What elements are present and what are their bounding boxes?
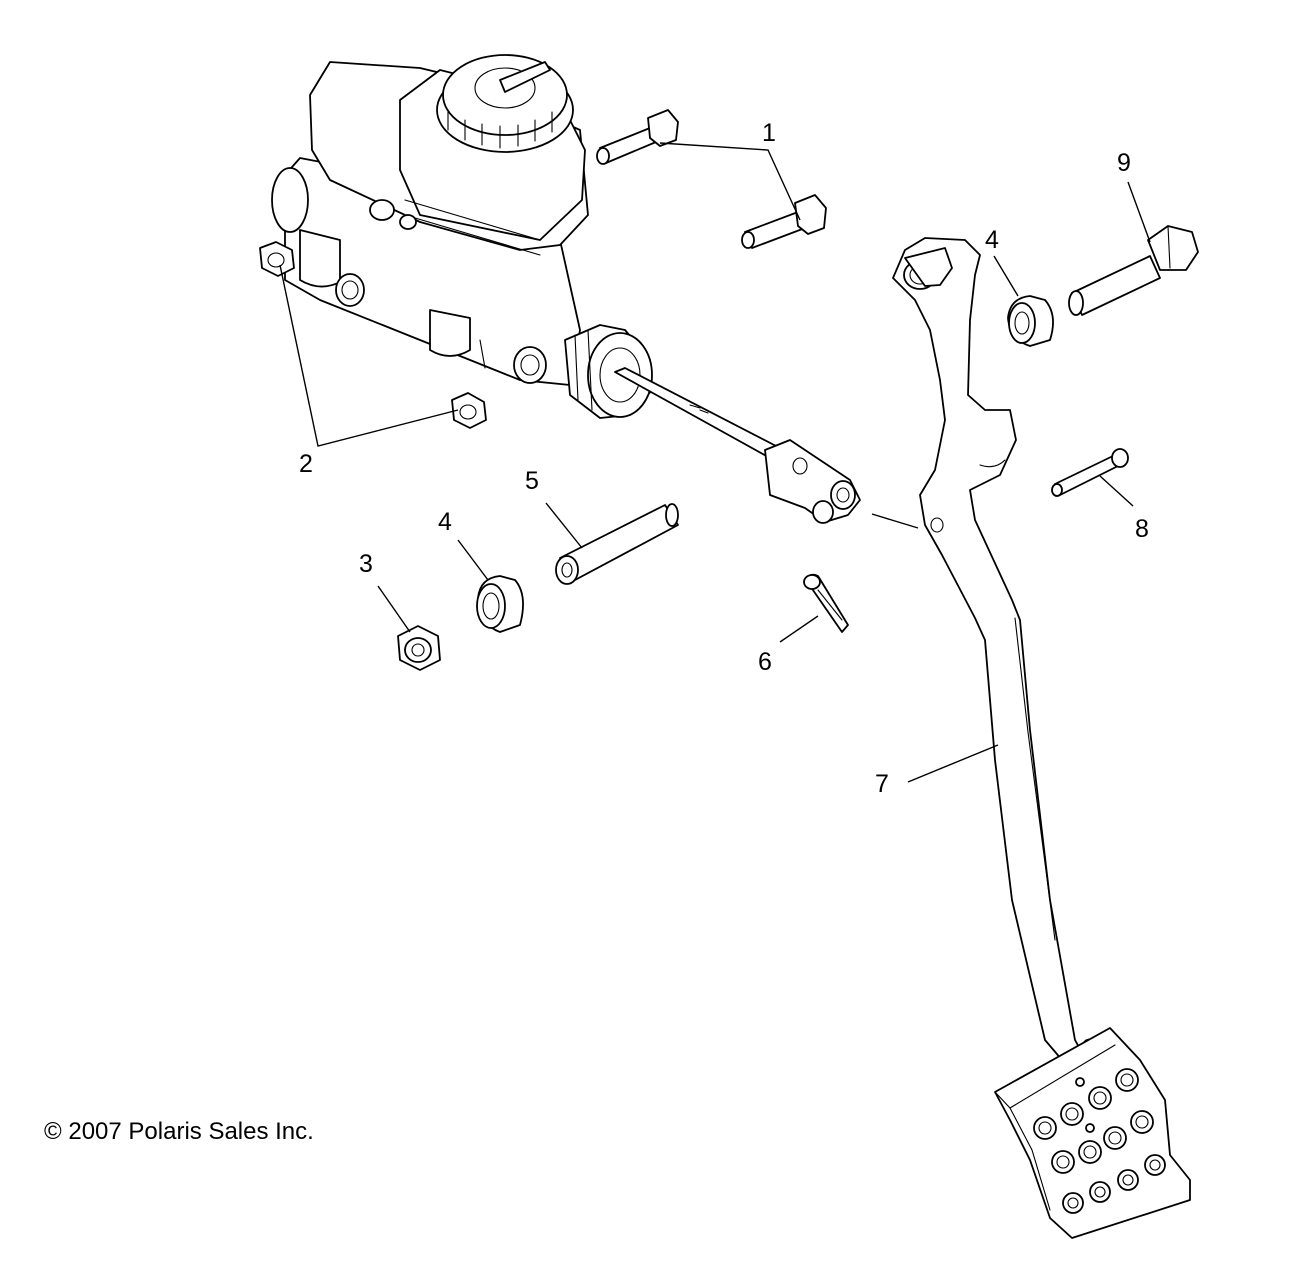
nut-left	[259, 241, 295, 277]
clevis-pin	[1051, 448, 1129, 497]
callout-3: 3	[359, 550, 373, 578]
callout-labels: 1 2 3 4 4 5 6 7 8 9	[299, 119, 1149, 798]
spacer-tube	[555, 503, 679, 585]
lock-nut	[397, 625, 441, 671]
pivot-bolt	[1068, 225, 1199, 316]
bushing-lower	[476, 575, 524, 633]
callout-4-upper: 4	[985, 226, 999, 254]
callout-1: 1	[762, 119, 776, 147]
copyright-notice: © 2007 Polaris Sales Inc.	[44, 1118, 314, 1145]
reservoir-cap	[436, 54, 574, 153]
bushing-upper	[1007, 295, 1054, 347]
callout-8: 8	[1135, 515, 1149, 543]
callout-6: 6	[758, 648, 772, 676]
bolt-upper	[596, 109, 679, 165]
master-cylinder	[271, 54, 861, 524]
callout-2: 2	[299, 450, 313, 478]
foot-pad-holes	[1033, 1068, 1166, 1214]
brake-pedal-arm	[892, 237, 1098, 1076]
callout-7: 7	[875, 770, 889, 798]
hitch-pin	[803, 573, 849, 633]
leader-lines	[279, 142, 1151, 783]
pedal-foot-pad	[994, 1027, 1191, 1239]
callout-4-lower: 4	[438, 508, 452, 536]
callout-9: 9	[1117, 149, 1131, 177]
bolt-lower	[741, 194, 827, 249]
nut-right	[451, 392, 487, 429]
callout-5: 5	[525, 467, 539, 495]
